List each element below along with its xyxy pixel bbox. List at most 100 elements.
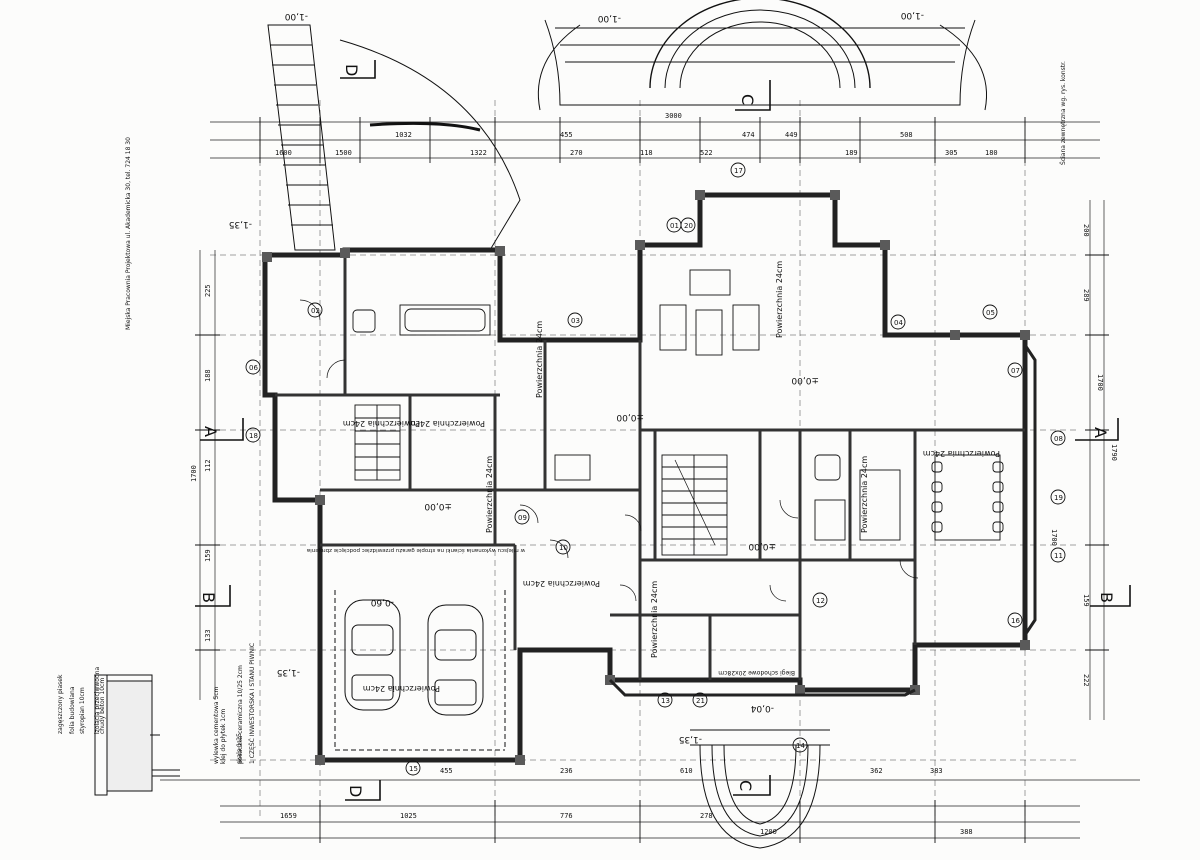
section-marker-a-left: A <box>201 426 220 437</box>
level-bottom-mark: -1,35 <box>679 734 702 744</box>
secondary-staircase <box>354 404 401 481</box>
top-terrace <box>537 0 987 111</box>
room-number: 19 <box>1054 494 1063 502</box>
level-left-small: -1,35 <box>277 667 300 677</box>
dim-bottom: 1659 <box>280 812 297 820</box>
legend-line: chudy beton 10cm <box>99 678 106 734</box>
left-stair-run <box>267 24 521 251</box>
room-numbers: 01 02 03 04 05 06 07 08 09 10 11 12 13 1… <box>249 167 1063 773</box>
dim-right: 1700 <box>1096 374 1104 391</box>
legend-line: izolacja przeciwwodna <box>94 666 101 734</box>
dim-left: 1700 <box>190 465 198 482</box>
legend-line: zagęszczony piasek <box>57 674 64 734</box>
level-hall-mid: ±0,00 <box>424 501 452 511</box>
dim-top: 522 <box>700 149 713 157</box>
dim-top: 449 <box>785 131 798 139</box>
room-number: 07 <box>1011 367 1020 375</box>
legend-title: 1 CZĘŚĆ INWESTORSKA I STANU PIWNIC <box>249 643 256 764</box>
room-label: Powierzchnia 24cm <box>775 261 784 338</box>
stair-note: Biegi schodowe 20x28cm <box>718 669 795 676</box>
room-label: Powierzchnia 24cm <box>523 579 600 588</box>
dim-misc: 362 <box>870 767 883 775</box>
room-number: 11 <box>1054 552 1063 560</box>
dim-misc: 610 <box>680 767 693 775</box>
legend-scale: skala 1:25 <box>236 733 243 764</box>
dim-top: 474 <box>742 131 755 139</box>
room-number: 02 <box>311 307 320 315</box>
dim-top: 189 <box>845 149 858 157</box>
legend-line: klej do płytek 1cm <box>220 709 227 764</box>
room-number: 08 <box>1054 435 1063 443</box>
room-number: 06 <box>249 364 258 372</box>
wall-section-detail <box>94 674 180 796</box>
room-number: 21 <box>696 697 705 705</box>
room-label: Powierzchnia 24cm <box>860 456 869 533</box>
legend-line: wylewka cementowa 5cm <box>213 686 220 764</box>
dim-right: 1790 <box>1110 444 1118 461</box>
room-label: Powierzchnia 24cm <box>343 419 420 428</box>
room-label: Powierzchnia 24cm <box>363 684 440 693</box>
dim-right: 159 <box>1082 594 1090 607</box>
room-number: 14 <box>796 742 805 750</box>
dim-top: 1500 <box>335 149 352 157</box>
room-number-circles <box>245 162 1066 776</box>
door-swings <box>299 299 919 602</box>
main-staircase <box>661 454 728 556</box>
dim-left: 133 <box>204 629 212 642</box>
level-stair-left: -1,35 <box>229 219 252 229</box>
section-marker-b-left: B <box>199 592 218 603</box>
room-number: 20 <box>684 222 693 230</box>
dim-bottom: 388 <box>960 828 973 836</box>
section-marker-c-bottom: C <box>736 780 755 791</box>
bay-window-bottom <box>608 678 916 697</box>
dim-misc: 236 <box>560 767 573 775</box>
room-label: Powierzchnia 24cm <box>923 449 1000 458</box>
room-label: Powierzchnia 24cm <box>535 321 544 398</box>
level-top-left: -1,00 <box>284 11 308 21</box>
section-marker-shapes <box>195 60 1131 801</box>
room-number: 09 <box>518 514 527 522</box>
dimension-values: 1600 1500 1322 270 118 522 474 449 189 5… <box>190 112 1118 836</box>
legend-line: folia budowlana <box>69 686 76 734</box>
dim-misc: 3000 <box>665 112 682 120</box>
interior-walls <box>275 255 1025 680</box>
room-number: 15 <box>409 765 418 773</box>
dim-misc: 1032 <box>395 131 412 139</box>
room-number: 01 <box>670 222 679 230</box>
level-top-right: -1,00 <box>900 10 924 20</box>
legend-notes: 1 CZĘŚĆ INWESTORSKA I STANU PIWNIC skala… <box>57 61 1067 764</box>
room-number: 03 <box>571 317 580 325</box>
entrance-steps <box>690 729 830 849</box>
legend-line: styropian 10cm <box>79 687 86 734</box>
dim-top: 118 <box>640 149 653 157</box>
dimension-lines <box>160 121 1140 839</box>
section-marker-d-top: D <box>342 64 361 76</box>
garage-note: w miejscu wykonania ścianki na stropie g… <box>307 547 525 554</box>
bay-window-right <box>1023 344 1037 636</box>
legend-line: posadzka ceramiczna 10/25 2cm <box>237 665 244 764</box>
dim-left: 225 <box>204 284 212 297</box>
dim-top: 1600 <box>275 149 292 157</box>
dim-left: 188 <box>204 369 212 382</box>
room-label: Powierzchnia 24cm <box>485 456 494 533</box>
dim-right: 200 <box>1082 224 1090 237</box>
level-right-top: ±0,00 <box>791 375 819 385</box>
room-number: 18 <box>249 432 258 440</box>
section-marker-c-top: C <box>738 94 757 105</box>
dim-bottom: 776 <box>560 812 573 820</box>
section-marker-a-right: A <box>1091 427 1110 438</box>
dim-misc: 455 <box>560 131 573 139</box>
wall-note: Ściana zewnętrzna wg. rys. konstr. <box>1060 61 1067 165</box>
dim-top: 180 <box>985 149 998 157</box>
dim-top: 305 <box>945 149 958 157</box>
dim-right: 222 <box>1082 674 1090 687</box>
room-number: 16 <box>1011 617 1020 625</box>
level-marks: -1,00 -1,00 -1,00 -1,35 -0,60 -1,35 ±0,0… <box>229 10 924 744</box>
room-number: 17 <box>734 167 743 175</box>
room-number: 13 <box>661 697 670 705</box>
room-label: Powierzchnia 24cm <box>408 419 485 428</box>
section-marker-letters: A A B B C C D D <box>199 64 1116 797</box>
room-number: 05 <box>986 309 995 317</box>
